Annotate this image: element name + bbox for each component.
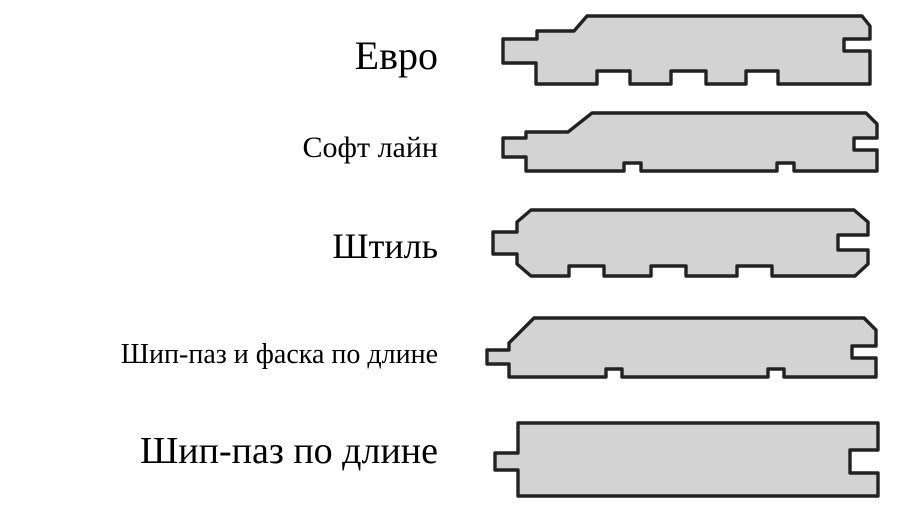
profile-shtil-shape [491,208,870,278]
profile-soft-line-shape [501,111,879,173]
profile-label-tongue-groove-chamfer: Шип-паз и фаска по длине [120,339,438,370]
profile-tongue-groove-chamfer-shape [485,316,878,379]
profile-label-tongue-groove: Шип-паз по длине [139,430,438,472]
profile-label-soft-line: Софт лайн [302,131,438,164]
profile-label-shtil: Штиль [332,226,438,266]
profile-label-euro: Евро [354,33,438,78]
profile-tongue-groove-shape [493,421,880,498]
profile-euro-shape [501,14,872,86]
